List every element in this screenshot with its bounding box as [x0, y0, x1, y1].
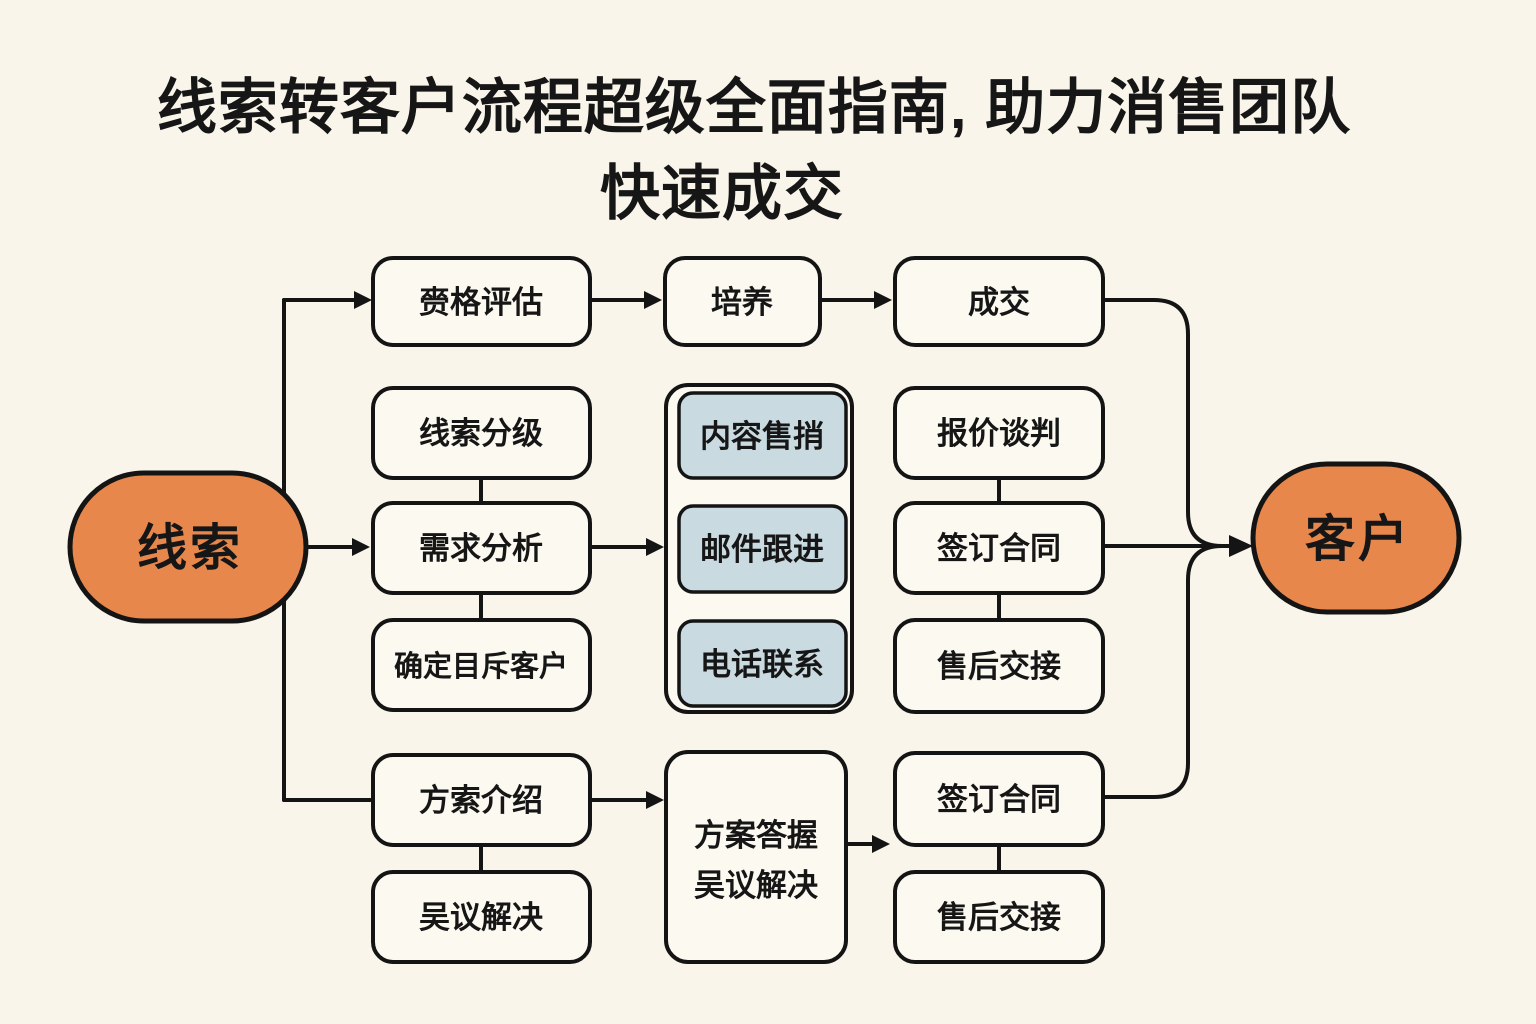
node-nurture: [663, 256, 822, 347]
node-needs-analysis-label: 需求分析: [419, 531, 543, 566]
node-deal-label: 成交: [968, 285, 1030, 320]
edge-deal-merge: [1101, 298, 1224, 548]
node-proposal-objection-line1: 方案答握: [694, 818, 818, 853]
node-quote-negotiation-label: 报价谈判: [937, 416, 1061, 451]
terminal-customer: [1250, 461, 1462, 615]
node-content-marketing: [677, 391, 848, 480]
node-qualification: [371, 256, 592, 347]
node-sign-contract-mid: [893, 501, 1105, 595]
terminal-lead-label: 线索: [137, 520, 243, 576]
node-proposal-objection-box: [664, 750, 848, 964]
node-aftersales-bottom: [893, 870, 1105, 964]
arrowhead-needs: [352, 538, 370, 556]
node-identify-target-label: 确定目斥客户: [394, 649, 568, 683]
node-email-followup-label: 邮件跟进: [700, 532, 824, 567]
arrowhead-customer: [1229, 535, 1253, 557]
edge-contract2-merge: [1101, 544, 1224, 799]
arrowhead-qualification: [354, 291, 372, 309]
node-objection-resolution: [371, 870, 592, 964]
node-lead-grading: [371, 386, 592, 480]
node-quote-negotiation: [893, 386, 1105, 480]
node-nurture-label: 培养: [711, 285, 773, 320]
node-sign-contract-mid-label: 签订合同: [937, 531, 1061, 566]
node-proposal-objection-line2: 吴议解决: [694, 868, 818, 903]
arrowhead-proposalbox: [646, 791, 664, 809]
node-phone-contact-label: 电话联系: [700, 647, 824, 682]
node-aftersales-mid: [893, 618, 1105, 714]
arrowhead-nurture: [644, 291, 662, 309]
page-title-line1: 线索转客户流程超级全面指南, 助力消售团队: [157, 74, 1351, 141]
arrowhead-contract2: [872, 835, 890, 853]
arrowhead-deal: [874, 291, 892, 309]
node-sign-contract-bottom: [893, 751, 1105, 847]
node-qualification-label: 赍格评估: [419, 285, 543, 320]
node-aftersales-mid-label: 售后交接: [937, 649, 1061, 684]
node-proposal-intro-label: 方索介绍: [419, 783, 543, 818]
node-email-followup: [677, 504, 848, 594]
arrowhead-container: [646, 538, 664, 556]
node-lead-grading-label: 线索分级: [419, 416, 543, 451]
node-needs-analysis: [371, 501, 592, 595]
node-content-marketing-label: 内容售捎: [700, 419, 824, 454]
node-objection-resolution-label: 吴议解决: [419, 900, 543, 935]
terminal-lead: [67, 470, 309, 624]
node-proposal-intro: [371, 753, 592, 847]
node-sign-contract-bottom-label: 签订合同: [937, 782, 1061, 817]
node-phone-contact: [677, 619, 848, 708]
page-title-line2: 快速成交: [600, 160, 844, 227]
node-deal: [893, 256, 1105, 347]
terminal-customer-label: 客户: [1305, 511, 1411, 567]
node-identify-target: [371, 618, 592, 712]
node-aftersales-bottom-label: 售后交接: [937, 900, 1061, 935]
